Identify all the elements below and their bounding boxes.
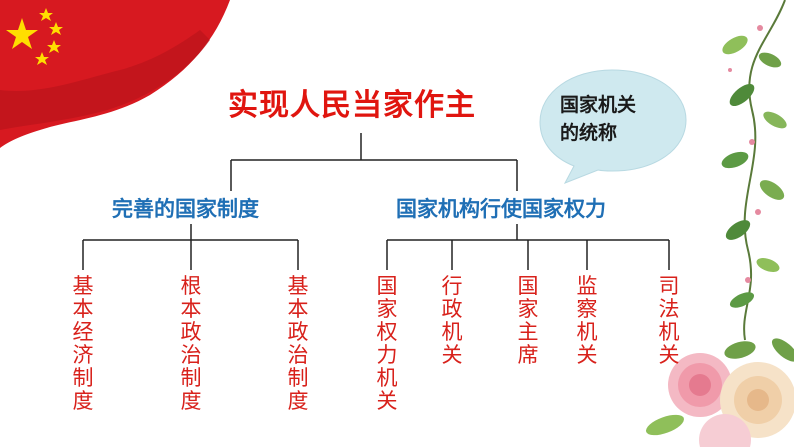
vine-decoration [721,0,787,359]
branch-node-system: 完善的国家制度 [112,197,259,221]
flag-decoration [0,0,230,148]
callout-line-1: 国家机关 [560,94,637,116]
root-node-title: 实现人民当家作主 [228,88,476,123]
leaf-basic-economic-system: 基本经济制度 [72,274,94,413]
leaf-fundamental-political-system: 根本政治制度 [180,274,202,413]
connector-lines [82,133,670,270]
leaf-administrative-organ: 行政机关 [441,274,463,367]
callout-line-2: 的统称 [560,122,618,144]
callout-text: 国家机关 的统称 [560,91,680,147]
callout-bubble [539,69,687,184]
leaf-state-president: 国家主席 [517,274,539,367]
branch-node-institutions: 国家机构行使国家权力 [396,197,606,221]
leaf-organ-of-state-power: 国家权力机关 [376,274,398,413]
leaf-supervisory-organ: 监察机关 [576,274,598,367]
leaf-basic-political-system: 基本政治制度 [287,274,309,413]
rose-decoration [646,338,794,447]
leaf-judicial-organ: 司法机关 [658,274,680,367]
